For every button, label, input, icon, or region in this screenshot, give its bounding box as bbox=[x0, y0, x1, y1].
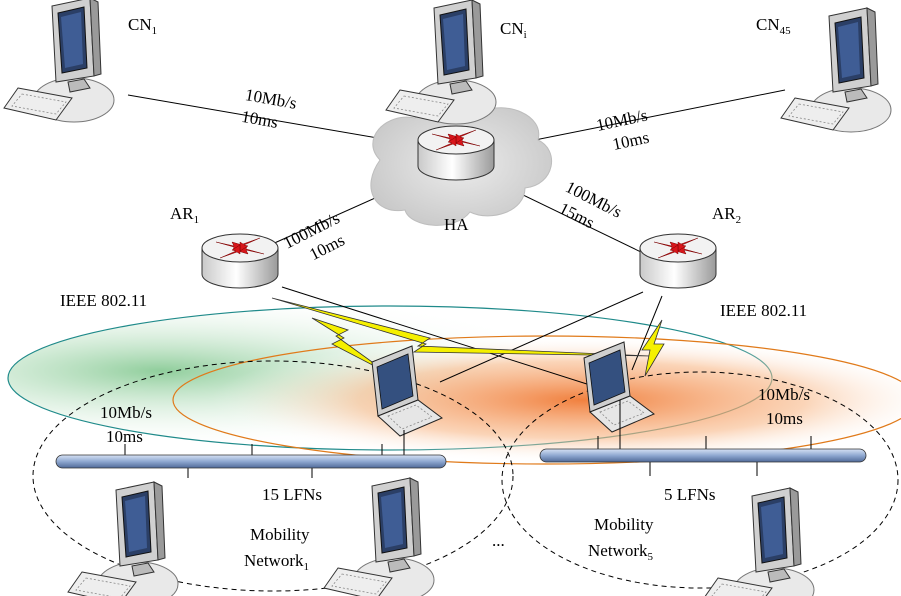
lan5-bw-label: 10Mb/s bbox=[758, 385, 810, 404]
ha-label: HA bbox=[444, 215, 469, 234]
lfn1-computer-b bbox=[323, 477, 435, 596]
lan1-delay-label: 10ms bbox=[106, 427, 143, 446]
lan1-bw-label: 10Mb/s bbox=[100, 403, 152, 422]
net5-label-line1: Mobility bbox=[594, 515, 654, 534]
mobility-network-1-boundary bbox=[32, 360, 514, 592]
lfn5-computer bbox=[703, 487, 815, 596]
net1-label-line2: Network1 bbox=[244, 551, 309, 573]
router-ar1 bbox=[201, 233, 279, 289]
cn1-label: CN1 bbox=[128, 15, 157, 37]
net1-label-line1: Mobility bbox=[250, 525, 310, 544]
cn1-computer bbox=[3, 0, 115, 123]
wlan-ar2-mr1 bbox=[439, 291, 644, 383]
wireless-label-right: IEEE 802.11 bbox=[720, 301, 807, 320]
link-cn45-ha bbox=[494, 89, 786, 149]
cn45-computer bbox=[780, 7, 892, 133]
link-cn45-ha-label: 10Mb/s 10ms bbox=[594, 106, 651, 154]
ar1-label: AR1 bbox=[170, 204, 199, 226]
mobility-network-5-boundary bbox=[501, 371, 899, 589]
coverage-area-right bbox=[172, 335, 901, 465]
cni-label: CNi bbox=[500, 19, 527, 41]
cn45-label: CN45 bbox=[756, 15, 791, 37]
router-ha bbox=[417, 125, 495, 181]
wlan-ar2-mr5-drop bbox=[631, 295, 663, 371]
ar2-label: AR2 bbox=[712, 204, 741, 226]
svg-text:10ms: 10ms bbox=[611, 128, 651, 154]
lfn1-computer bbox=[67, 481, 179, 596]
link-ar1-ha-label: 100Mb/s 10ms bbox=[280, 208, 347, 264]
cni-computer bbox=[385, 0, 497, 125]
net1-lfn-count: 15 LFNs bbox=[262, 485, 322, 504]
lightning-ar2-mr5 bbox=[641, 319, 665, 377]
wlan-ar1-mr5 bbox=[281, 286, 591, 386]
net5-lfn-count: 5 LFNs bbox=[664, 485, 715, 504]
net5-label-line2: Network5 bbox=[588, 541, 653, 563]
svg-text:10ms: 10ms bbox=[240, 107, 280, 132]
wireless-label-left: IEEE 802.11 bbox=[60, 291, 147, 310]
lan5-delay-label: 10ms bbox=[766, 409, 803, 428]
lan-bus-1 bbox=[55, 430, 447, 478]
router-ar2 bbox=[639, 233, 717, 289]
lan-bus-5 bbox=[539, 400, 867, 476]
ellipsis-label: ... bbox=[492, 531, 505, 550]
link-ar2-ha-label: 100Mb/s 15ms bbox=[556, 177, 625, 232]
link-cn1-ha bbox=[127, 94, 419, 146]
link-cn1-ha-label: 10Mb/s 10ms bbox=[240, 85, 298, 132]
